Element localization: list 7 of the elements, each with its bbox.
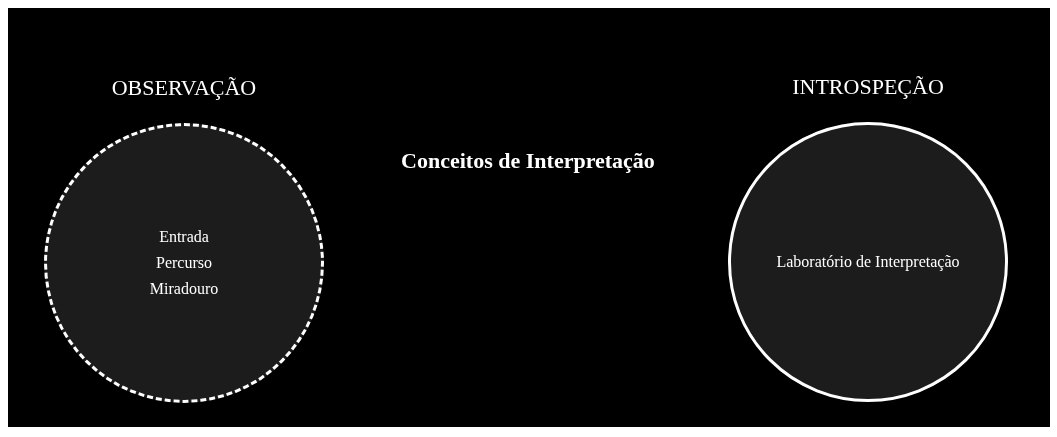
circle-heading: INTROSPEÇÃO <box>791 73 945 101</box>
circle-text: Miradouro <box>149 279 219 299</box>
circle-text: Entrada <box>159 227 209 247</box>
circle-heading: OBSERVAÇÃO <box>110 74 258 102</box>
diagram-title: Conceitos de Interpretação <box>400 147 656 175</box>
circle-text: Percurso <box>156 253 212 273</box>
circle-text: Laboratório de Interpretação <box>776 252 960 273</box>
